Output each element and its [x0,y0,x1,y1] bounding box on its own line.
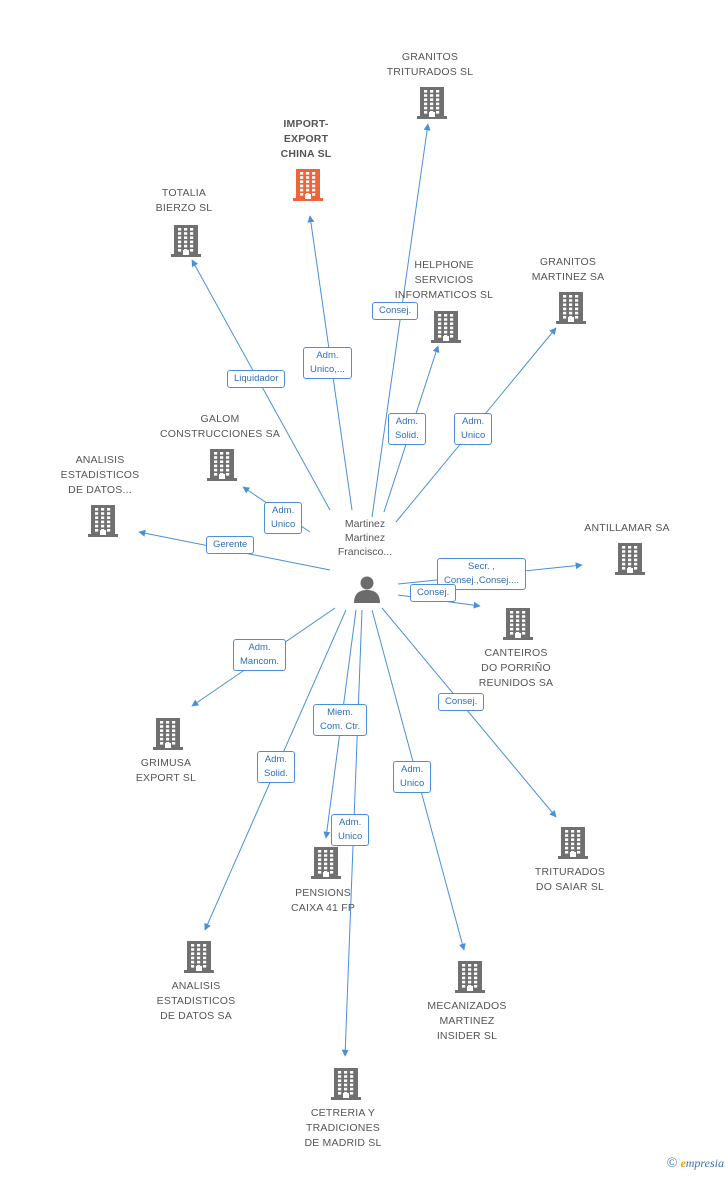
company-node-analisis-2[interactable]: ANALISIS ESTADISTICOS DE DATOS SA [121,979,271,1024]
company-label-pensions[interactable]: PENSIONS CAIXA 41 FP [290,887,356,914]
company-node-canteiros[interactable]: CANTEIROS DO PORRIÑO REUNIDOS SA [441,646,591,691]
company-label-import-export-china[interactable]: IMPORT- EXPORT CHINA SL [280,118,332,160]
relation-tag-mecanizados[interactable]: Adm. Unico [393,761,432,793]
relation-tag-cetreria[interactable]: Adm. Unico [331,814,370,846]
building-icon[interactable] [293,167,323,206]
relation-line-triturados-saiar [381,607,557,818]
company-node-totalia-bierzo[interactable]: TOTALIA BIERZO SL [109,186,259,216]
company-label-grimusa[interactable]: GRIMUSA EXPORT SL [135,757,197,784]
building-icon[interactable] [455,959,485,998]
building-icon[interactable] [417,85,447,124]
company-node-granitos-triturados[interactable]: GRANITOS TRITURADOS SL [355,50,505,80]
relation-tag-analisis-2[interactable]: Adm. Solid. [257,751,295,783]
building-icon[interactable] [431,309,461,348]
company-node-mecanizados[interactable]: MECANIZADOS MARTINEZ INSIDER SL [392,999,542,1044]
company-label-canteiros[interactable]: CANTEIROS DO PORRIÑO REUNIDOS SA [478,647,554,689]
company-node-triturados-saiar[interactable]: TRITURADOS DO SAIAR SL [495,865,645,895]
relation-tag-galom[interactable]: Adm. Unico [264,502,303,534]
company-label-mecanizados[interactable]: MECANIZADOS MARTINEZ INSIDER SL [427,1000,507,1042]
relation-line-granitos-triturados [371,123,431,518]
building-icon[interactable] [88,503,118,542]
company-node-cetreria[interactable]: CETRERIA Y TRADICIONES DE MADRID SL [268,1106,418,1151]
company-node-grimusa[interactable]: GRIMUSA EXPORT SL [91,756,241,786]
relation-tag-totalia-bierzo[interactable]: Liquidador [227,370,286,388]
building-icon[interactable] [207,447,237,486]
building-icon[interactable] [558,825,588,864]
relation-tag-helphone[interactable]: Adm. Solid. [388,413,426,445]
brand-logo-initial: e [680,1156,686,1170]
company-label-antillamar[interactable]: ANTILLAMAR SA [584,522,670,534]
relation-tag-import-export-china[interactable]: Adm. Unico,... [303,347,352,379]
person-name[interactable]: Martinez Martinez Francisco... [337,518,393,558]
company-node-pensions[interactable]: PENSIONS CAIXA 41 FP [248,886,398,916]
copyright-symbol: © [666,1156,678,1171]
company-node-analisis-1[interactable]: ANALISIS ESTADISTICOS DE DATOS... [25,453,175,498]
company-node-granitos-martinez[interactable]: GRANITOS MARTINEZ SA [493,255,643,285]
building-icon[interactable] [184,939,214,978]
company-label-galom[interactable]: GALOM CONSTRUCCIONES SA [159,413,281,440]
building-icon[interactable] [153,716,183,755]
company-label-cetreria[interactable]: CETRERIA Y TRADICIONES DE MADRID SL [304,1107,382,1149]
brand-logo-name: mpresia [685,1156,724,1170]
relation-tag-grimusa[interactable]: Adm. Mancom. [233,639,287,671]
relation-tag-granitos-martinez[interactable]: Adm. Unico [454,413,493,445]
relation-tag-canteiros[interactable]: Consej. [410,584,457,602]
company-label-helphone[interactable]: HELPHONE SERVICIOS INFORMATICOS SL [394,259,494,301]
relation-tag-triturados-saiar[interactable]: Consej. [438,693,485,711]
company-label-analisis-2[interactable]: ANALISIS ESTADISTICOS DE DATOS SA [156,980,236,1022]
company-label-analisis-1[interactable]: ANALISIS ESTADISTICOS DE DATOS... [60,454,140,496]
relation-tag-granitos-triturados[interactable]: Consej. [372,302,419,320]
footer-brand: © empresia [667,1156,724,1172]
company-label-granitos-triturados[interactable]: GRANITOS TRITURADOS SL [386,51,474,78]
building-icon[interactable] [331,1066,361,1105]
company-node-import-export-china[interactable]: IMPORT- EXPORT CHINA SL [231,117,381,162]
company-label-triturados-saiar[interactable]: TRITURADOS DO SAIAR SL [534,866,606,893]
building-icon[interactable] [503,606,533,645]
building-icon[interactable] [311,845,341,884]
building-icon[interactable] [171,223,201,262]
company-node-helphone[interactable]: HELPHONE SERVICIOS INFORMATICOS SL [369,258,519,303]
building-icon[interactable] [556,290,586,329]
relation-tag-analisis-1[interactable]: Gerente [206,536,255,554]
building-icon[interactable] [615,541,645,580]
company-label-granitos-martinez[interactable]: GRANITOS MARTINEZ SA [531,256,605,283]
person-icon[interactable] [351,574,383,604]
relation-tag-pensions[interactable]: Miem. Com. Ctr. [313,704,368,736]
company-node-antillamar[interactable]: ANTILLAMAR SA [552,521,702,536]
company-node-galom[interactable]: GALOM CONSTRUCCIONES SA [145,412,295,442]
company-label-totalia-bierzo[interactable]: TOTALIA BIERZO SL [155,187,213,214]
